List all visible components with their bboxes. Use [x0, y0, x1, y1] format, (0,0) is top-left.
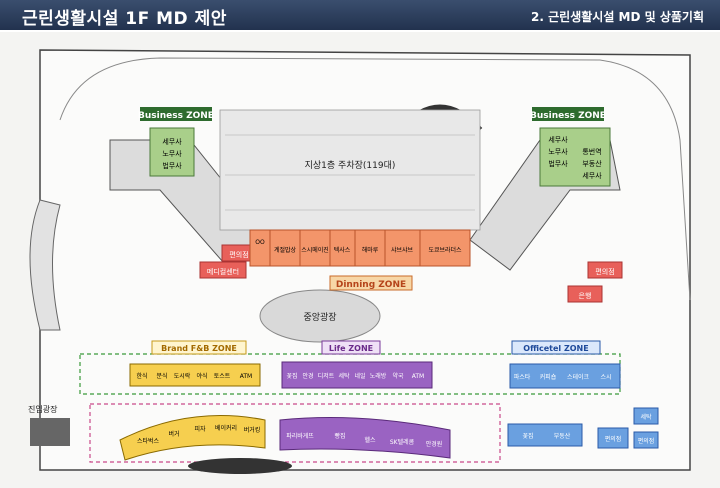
right-green-3: 법무사	[548, 159, 568, 168]
right-green-5: 부동산	[582, 159, 602, 168]
page-subtitle: 2. 근린생활시설 MD 및 상품기획	[531, 10, 704, 24]
life-3: 디저트	[318, 372, 335, 380]
zone-officetel	[511, 340, 601, 355]
brand-2: 분식	[156, 372, 167, 380]
bottom-right-1: 꽃집	[522, 433, 533, 440]
bottom-right-blue-2	[597, 427, 629, 449]
bottom-band	[89, 403, 501, 463]
brand-6: ATM	[240, 373, 252, 380]
site-plan: 지상1층 주차장(119대) 중앙광장 Business ZONE 세무사 노무…	[0, 32, 720, 488]
life-row	[281, 361, 433, 389]
officetel-2: 커피숍	[540, 373, 557, 381]
bottom-right-4: 세탁	[640, 413, 652, 421]
right-green-1: 세무사	[548, 135, 568, 144]
left-ramp	[29, 199, 61, 331]
left-red-1-label: 편의점	[229, 250, 248, 259]
right-green-block	[539, 127, 611, 187]
bottom-mid-4: SK텔레콤	[390, 438, 415, 446]
brand-3: 도시락	[174, 372, 191, 380]
right-red-2-label: 은행	[579, 291, 592, 300]
bottom-right-3: 편의점	[605, 435, 622, 443]
brand-4: 야식	[196, 372, 207, 380]
perimeter-road	[59, 57, 691, 301]
left-green-block	[149, 127, 195, 177]
officetel-1: 파스타	[514, 373, 531, 381]
zone-business-right	[532, 107, 604, 121]
bottom-oval	[188, 458, 292, 474]
dining-5: 해마루	[362, 246, 379, 254]
bottom-mid-arc	[279, 417, 451, 459]
bottom-mid-1: 파리바게뜨	[286, 432, 314, 440]
bottom-right-2: 부동산	[554, 432, 571, 440]
zone-life	[321, 340, 381, 355]
bottom-left-5: 버거킹	[244, 426, 261, 434]
life-6: 노래방	[370, 372, 387, 380]
bottom-mid-2: 빵집	[334, 432, 345, 440]
right-red-1-label: 편의점	[595, 267, 614, 276]
zone-life-label: Life ZONE	[329, 344, 373, 353]
bottom-right-blue-1	[507, 423, 583, 447]
bottom-right-5: 편의점	[638, 437, 655, 445]
officetel-row	[509, 363, 621, 389]
right-green-6: 세무사	[582, 171, 602, 180]
zone-business-left	[140, 107, 212, 121]
life-8: ATM	[412, 373, 424, 380]
right-red-1	[587, 261, 623, 279]
bottom-left-arc	[119, 415, 266, 461]
bottom-mid-5: 안경원	[426, 440, 443, 448]
central-plaza-shape	[259, 289, 381, 343]
bottom-left-1: 스타벅스	[137, 437, 160, 445]
bottom-mid-3: 헬스	[364, 436, 376, 444]
right-green-2: 노무사	[548, 147, 568, 156]
dining-3: 스시메이진	[301, 246, 329, 254]
zone-brand-fb-label: Brand F&B ZONE	[161, 344, 237, 353]
left-red-2	[199, 261, 247, 279]
zone-officetel-label: Officetel ZONE	[523, 344, 588, 353]
zone-dinning-label: Dinning ZONE	[336, 280, 406, 290]
left-red-2-label: 메디컬센터	[207, 267, 239, 276]
dining-4: 텍사스	[334, 246, 351, 254]
officetel-4: 스시	[600, 374, 611, 381]
bottom-left-4: 베이커리	[215, 424, 237, 432]
dining-6: 샤브샤브	[391, 246, 414, 254]
entry-plaza-label: 진입광장	[28, 404, 58, 414]
zone-business-right-label: Business ZONE	[530, 111, 606, 121]
life-7: 약국	[392, 372, 404, 380]
bottom-left-3: 피자	[194, 425, 206, 433]
dining-block	[249, 229, 471, 267]
right-green-4: 통번역	[582, 147, 601, 156]
zone-dinning	[329, 275, 413, 291]
zone-business-left-label: Business ZONE	[138, 111, 214, 121]
parking-label: 지상1층 주차장(119대)	[305, 159, 396, 171]
dining-7: 도쿄브라더스	[428, 246, 462, 254]
header-bar: 근린생활시설 1F MD 제안 2. 근린생활시설 MD 및 상품기획	[0, 0, 720, 30]
zone-brand-fb	[151, 340, 247, 355]
dining-2: 계절밥상	[274, 246, 297, 254]
life-4: 세탁	[338, 372, 350, 380]
left-green-2: 노무사	[162, 149, 182, 158]
brand-5: 토스트	[214, 373, 231, 380]
bottom-right-blue-4	[633, 431, 659, 449]
bottom-left-2: 버거	[168, 430, 179, 438]
officetel-3: 스테이크	[567, 373, 590, 381]
brand-1: 한식	[136, 372, 147, 380]
life-5: 네일	[354, 372, 365, 380]
life-1: 꽃집	[286, 373, 297, 380]
left-green-1: 세무사	[162, 137, 182, 146]
left-green-3: 법무사	[162, 161, 182, 170]
parking-stalls	[225, 134, 475, 211]
dining-1: OO	[255, 239, 265, 246]
brand-row	[129, 363, 261, 387]
life-2: 안경	[302, 372, 313, 380]
right-red-2	[567, 285, 603, 303]
bottom-right-blue-3	[633, 407, 659, 425]
central-plaza-label: 중앙광장	[303, 311, 336, 323]
page-title: 근린생활시설 1F MD 제안	[22, 9, 227, 29]
entry-structure	[30, 418, 70, 446]
